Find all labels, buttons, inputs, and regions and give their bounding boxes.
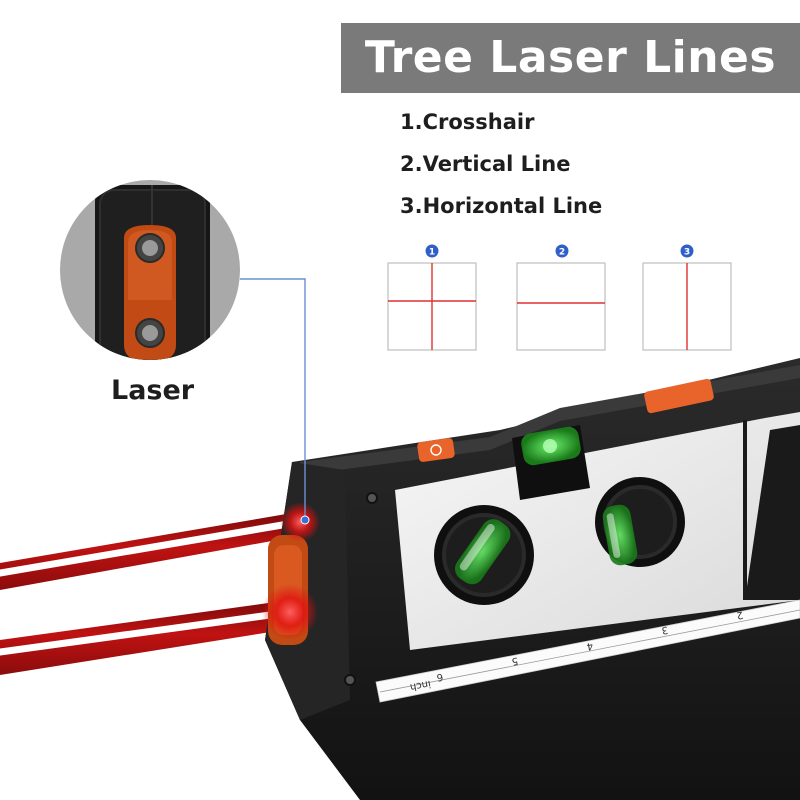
diagram-badge <box>425 244 439 258</box>
ruler-unit: inch <box>409 678 432 693</box>
ruler-mark: 4 <box>586 640 594 652</box>
diagram-number: 3 <box>684 248 690 258</box>
page-title: Tree Laser Lines <box>364 32 777 83</box>
feature-item-vertical-line: 2.Vertical Line <box>400 152 571 176</box>
ruler-mark: 5 <box>511 655 519 667</box>
title-banner: Tree Laser Lines <box>341 23 800 93</box>
bubble-vial-right <box>595 477 685 567</box>
ruler-labels: inch 6 5 4 3 2 <box>409 609 744 693</box>
diagram-number: 1 <box>429 248 435 258</box>
laser-beams <box>0 512 305 675</box>
ruler-scale <box>375 599 800 703</box>
laser-level-tool <box>265 358 800 800</box>
power-button[interactable] <box>417 438 455 463</box>
diagram-number: 2 <box>559 248 565 258</box>
bubble-vial-top <box>512 425 590 500</box>
diagram-badge <box>680 244 694 258</box>
ruler-mark: 6 <box>436 671 444 683</box>
pattern-diagram-crosshair: 1 <box>387 244 477 351</box>
laser-beam-lower <box>0 600 296 675</box>
callout-connector <box>240 278 306 518</box>
feature-item-horizontal-line: 3.Horizontal Line <box>400 194 603 218</box>
laser-beam-upper <box>0 512 305 590</box>
lock-slider[interactable] <box>643 378 714 414</box>
diagram-badge <box>555 244 569 258</box>
laser-callout-label: Laser <box>111 375 195 406</box>
pattern-diagram-horizontal: 2 <box>516 244 606 351</box>
screw-icon <box>344 674 356 686</box>
feature-item-crosshair: 1.Crosshair <box>400 110 535 134</box>
pattern-diagram-vertical: 3 <box>642 244 732 351</box>
laser-emitter-upper <box>280 502 320 542</box>
callout-dot <box>300 515 310 525</box>
screw-icon <box>366 492 378 504</box>
laser-emitter-lower <box>262 584 318 640</box>
laser-zoom-inset <box>60 180 240 360</box>
ruler-mark: 2 <box>736 609 744 621</box>
ruler-mark: 3 <box>661 624 669 636</box>
bubble-vial-left <box>434 505 534 605</box>
